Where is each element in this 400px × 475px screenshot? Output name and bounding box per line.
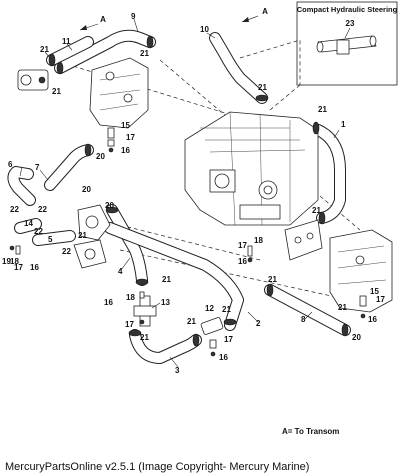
callout-21-i: 21 [268, 275, 277, 284]
callout-13: 13 [161, 298, 170, 307]
transom-marker-left: A [79, 15, 106, 31]
left-exhaust-manifold [89, 57, 149, 129]
callout-16-f: 16 [368, 315, 377, 324]
callout-16-d: 16 [104, 298, 113, 307]
callout-21-g: 21 [78, 231, 87, 240]
callout-4: 4 [118, 267, 123, 276]
inset-callout-23: 23 [346, 19, 355, 28]
inset-title: Compact Hydraulic Steering [297, 5, 398, 14]
engine-block [184, 111, 319, 226]
callout-18-a: 18 [254, 236, 263, 245]
callout-21-c: 21 [140, 49, 149, 58]
footer-copyright: MercuryPartsOnline v2.5.1 (Image Copyrig… [5, 461, 309, 473]
callout-21-d: 21 [258, 83, 267, 92]
callout-11: 11 [62, 37, 71, 46]
callout-19: 19 [2, 257, 11, 266]
fitting-12 [200, 317, 224, 335]
callout-16-c: 16 [238, 257, 247, 266]
callout-17-c: 17 [238, 241, 247, 250]
callout-14: 14 [24, 219, 33, 228]
callout-3: 3 [175, 366, 180, 375]
callout-16-e: 16 [219, 353, 228, 362]
callout-22-b: 22 [38, 205, 47, 214]
callout-numbers: 1 2 3 4 5 6 7 8 9 10 11 12 13 14 15 15 1… [2, 12, 385, 375]
callout-1: 1 [341, 120, 346, 129]
callout-17-b: 17 [14, 263, 23, 272]
callout-20-b: 20 [82, 185, 91, 194]
hoses [7, 29, 351, 364]
callout-22-d: 22 [62, 247, 71, 256]
thermostat-housing [17, 69, 49, 91]
callout-21-a: 21 [40, 45, 49, 54]
callout-9: 9 [131, 12, 136, 21]
heat-exchanger [284, 219, 323, 261]
water-pump [73, 204, 111, 269]
callout-16-a: 16 [121, 146, 130, 155]
right-exhaust-manifold [329, 229, 393, 313]
hose-clamps [48, 35, 349, 347]
tee-fitting [133, 295, 157, 327]
callout-17-a: 17 [126, 133, 135, 142]
steering-fitting-icon [316, 35, 377, 55]
callout-21-k: 21 [187, 317, 196, 326]
callout-15-a: 15 [121, 121, 130, 130]
callout-21-l: 21 [140, 333, 149, 342]
inset-compact-hydraulic-steering: Compact Hydraulic Steering 23 [296, 1, 398, 86]
callout-20-c: 20 [105, 201, 114, 210]
callout-22-c: 22 [34, 227, 43, 236]
callout-21-f: 21 [312, 206, 321, 215]
callout-8: 8 [301, 315, 306, 324]
callout-21-b: 21 [52, 87, 61, 96]
callout-leaders [19, 18, 340, 368]
callout-17-f: 17 [376, 295, 385, 304]
callout-21-h: 21 [162, 275, 171, 284]
callout-21-j: 21 [222, 305, 231, 314]
callout-21-m: 21 [338, 303, 347, 312]
callout-15-b: 15 [370, 287, 379, 296]
callout-6: 6 [8, 160, 13, 169]
callout-12: 12 [205, 304, 214, 313]
callout-20-a: 20 [96, 152, 105, 161]
callout-17-e: 17 [224, 335, 233, 344]
callout-18-c: 18 [126, 293, 135, 302]
transom-marker-right: A [241, 7, 268, 23]
callout-17-d: 17 [125, 320, 134, 329]
callout-7: 7 [35, 163, 40, 172]
transom-marker-label: A [100, 15, 106, 24]
callout-5: 5 [48, 235, 53, 244]
callout-20-d: 20 [352, 333, 361, 342]
callout-10: 10 [200, 25, 209, 34]
callout-22-a: 22 [10, 205, 19, 214]
callout-16-b: 16 [30, 263, 39, 272]
callout-2: 2 [256, 319, 261, 328]
transom-marker-label: A [262, 7, 268, 16]
legend-to-transom: A= To Transom [282, 427, 339, 436]
callout-21-e: 21 [318, 105, 327, 114]
small-fasteners [9, 127, 367, 357]
callout-18-b: 18 [10, 257, 19, 266]
